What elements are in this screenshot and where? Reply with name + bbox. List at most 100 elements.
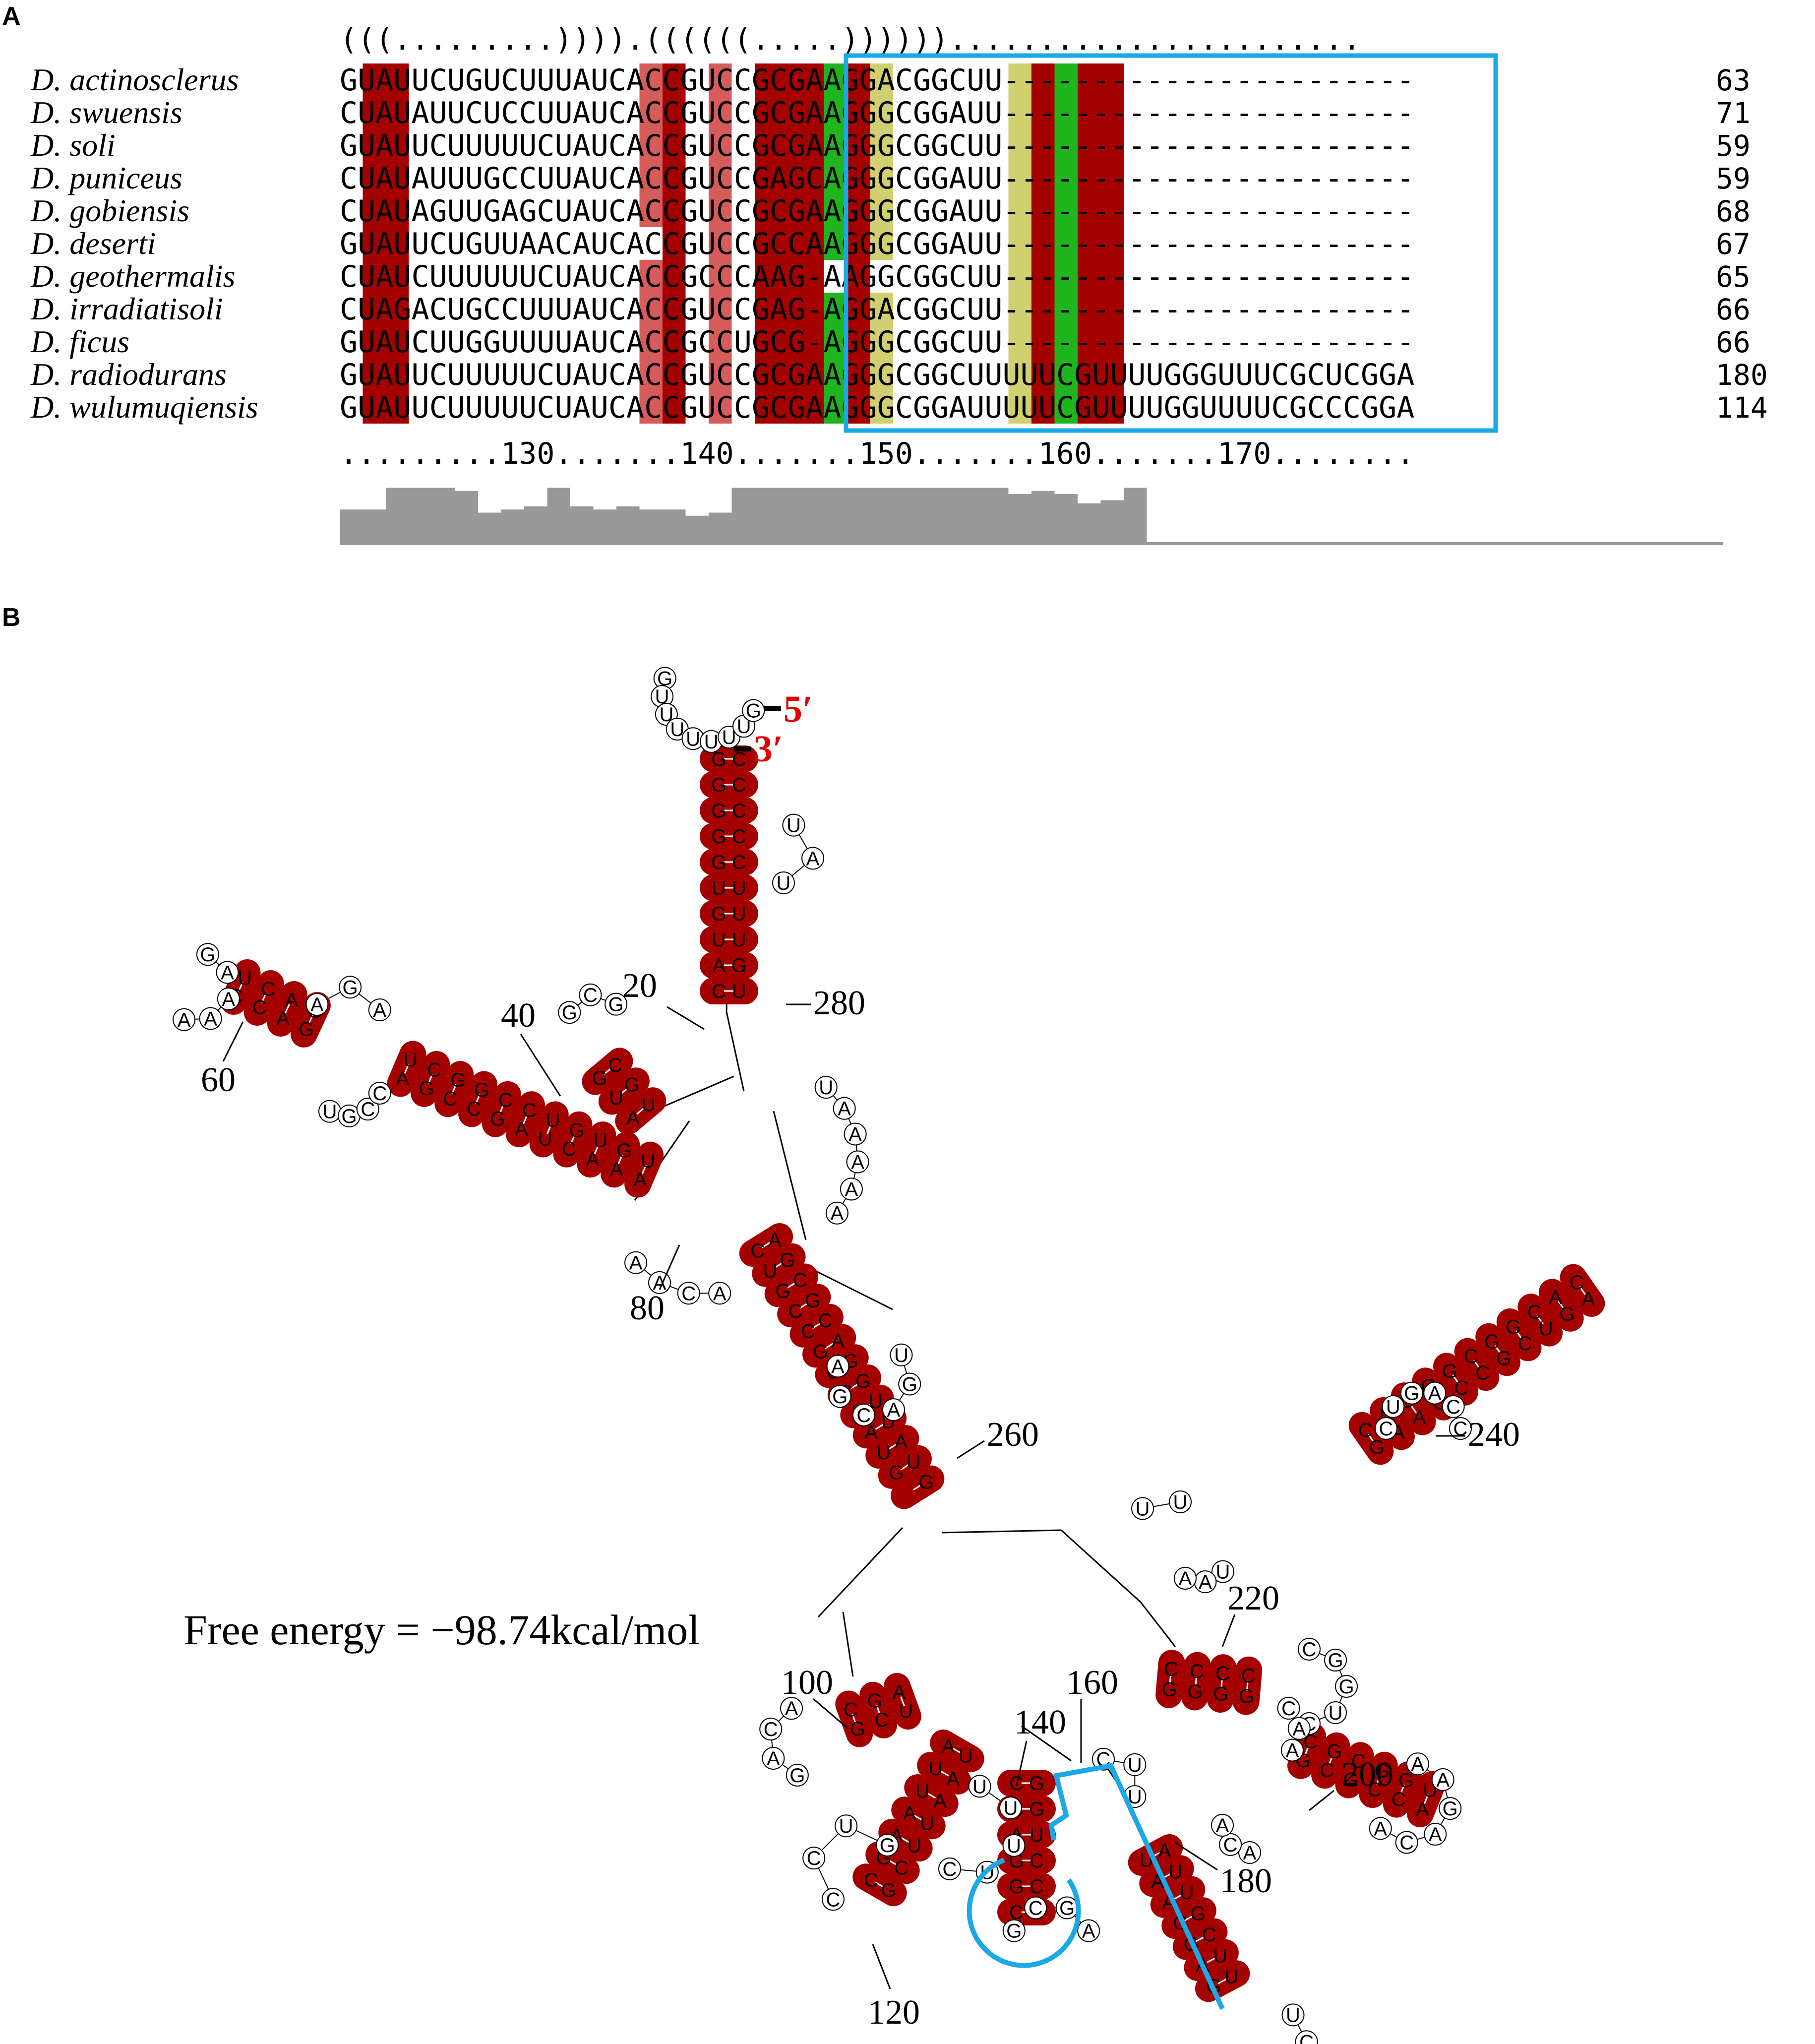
nucleotide: U	[323, 1101, 337, 1123]
residue-highlight	[1054, 63, 1078, 96]
nucleotide: C	[681, 1283, 696, 1304]
nucleotide: U	[1168, 1861, 1183, 1883]
loop-nucleotide-circle	[762, 1747, 785, 1770]
nucleotide: G	[616, 1140, 632, 1162]
position-label: 60	[201, 1061, 236, 1099]
nucleotide: U	[959, 1745, 973, 1767]
sequence-length: 67	[1716, 227, 1751, 261]
residue-highlight	[778, 129, 801, 162]
nucleotide: U	[1029, 1824, 1044, 1846]
nucleotide: A	[1199, 1571, 1212, 1593]
loop-nucleotide-circle	[368, 1081, 391, 1105]
loop-nucleotide-circle	[368, 998, 391, 1022]
residue-highlight	[363, 227, 386, 260]
residue-highlight	[870, 325, 893, 358]
position-label: 100	[781, 1664, 833, 1702]
nucleotide: C	[1527, 1301, 1542, 1323]
nucleotide: U	[404, 1049, 418, 1071]
nucleotide: G	[450, 1069, 466, 1091]
nucleotide: C	[467, 1098, 481, 1120]
nucleotide: A	[609, 1159, 623, 1180]
base-pair: AU	[865, 1425, 919, 1469]
residue-highlight	[847, 391, 870, 424]
conservation-bar	[593, 509, 616, 544]
nucleotide: A	[1581, 1289, 1595, 1310]
residue-highlight	[870, 129, 893, 162]
position-label: 240	[1468, 1416, 1520, 1454]
base-pair: AC	[739, 1223, 793, 1267]
base-pair: UU	[700, 926, 758, 953]
residue-highlight	[386, 129, 409, 162]
loop-nucleotide-circle	[1077, 1919, 1100, 1942]
residue-highlight	[709, 325, 732, 358]
loop-nucleotide-circle	[1287, 1717, 1311, 1740]
conservation-bar	[1124, 488, 1147, 544]
residue-highlight	[847, 129, 870, 162]
nucleotide: A	[713, 1283, 726, 1304]
loop-nucleotide-circle	[898, 1372, 921, 1396]
loop-nucleotide-circle	[840, 1177, 863, 1201]
residue-highlight	[663, 391, 686, 424]
residue-highlight	[639, 63, 663, 96]
residue-highlight	[1078, 162, 1101, 194]
position-label: 140	[1014, 1703, 1066, 1741]
residue-highlight	[1078, 358, 1101, 391]
sequence-row: GUAUUCUGUCUUUAUCACCGUCCGCGAAGGACGGCUU---…	[340, 63, 1414, 98]
residue-highlight	[639, 194, 663, 227]
nucleotide: U	[732, 877, 746, 899]
nucleotide: U	[641, 1094, 656, 1116]
residue-highlight	[663, 194, 686, 227]
nucleotide: C	[818, 1310, 833, 1332]
nucleotide: G	[780, 1249, 795, 1271]
loop-nucleotide-circle	[1238, 1841, 1261, 1864]
base-pair: UA	[387, 1041, 426, 1097]
nucleotide: G	[419, 1078, 434, 1100]
sequence-row: GUAUUCUUUUUCUAUCACCGUCCGCGAAGGGCGGCUUUUU…	[340, 358, 1414, 392]
residue-highlight	[1078, 260, 1101, 293]
nucleotide: G	[1213, 1683, 1228, 1705]
residue-highlight	[386, 358, 409, 391]
base-pair: CG	[859, 1681, 898, 1738]
residue-highlight	[824, 227, 847, 260]
residue-highlight	[801, 129, 824, 162]
nucleotide: A	[310, 994, 324, 1016]
residue-highlight	[755, 162, 778, 194]
residue-highlight	[663, 227, 686, 260]
residue-highlight	[847, 162, 870, 194]
loop-nucleotide-circle	[876, 1834, 899, 1857]
residue-highlight	[663, 162, 686, 194]
nucleotide: C	[844, 1699, 858, 1721]
residue-highlight	[709, 391, 732, 424]
nucleotide: A	[276, 1007, 290, 1029]
residue-highlight	[709, 260, 732, 293]
base-pair: UU	[700, 874, 758, 901]
conservation-bar	[847, 488, 870, 544]
species-name: D. ficus	[30, 324, 129, 359]
loop-nucleotide-circle	[216, 961, 239, 984]
residue-highlight	[1008, 391, 1031, 424]
nucleotide: U	[641, 1150, 655, 1172]
base-pair: AG	[1539, 1279, 1584, 1332]
nucleotide: C	[1358, 1420, 1373, 1441]
nucleotide: C	[801, 1321, 815, 1343]
residue-highlight	[386, 391, 409, 424]
nucleotide: C	[608, 1054, 622, 1076]
base-pair: AA	[267, 981, 307, 1037]
nucleotide: C	[1464, 1346, 1478, 1367]
species-name: D. deserti	[30, 226, 156, 261]
residue-highlight	[386, 96, 409, 129]
nucleotide: G	[855, 1370, 871, 1392]
position-label: 180	[1220, 1862, 1272, 1900]
residue-highlight	[1100, 293, 1124, 325]
residue-highlight	[778, 391, 801, 424]
sequence-length: 114	[1716, 391, 1768, 425]
residue-highlight	[663, 260, 686, 293]
label-leader	[659, 1244, 680, 1290]
residue-highlight	[663, 63, 686, 96]
residue-highlight	[639, 96, 663, 129]
nucleotide: U	[928, 1758, 943, 1780]
nucleotide: G	[592, 1067, 607, 1089]
nucleotide: C	[764, 1719, 778, 1740]
